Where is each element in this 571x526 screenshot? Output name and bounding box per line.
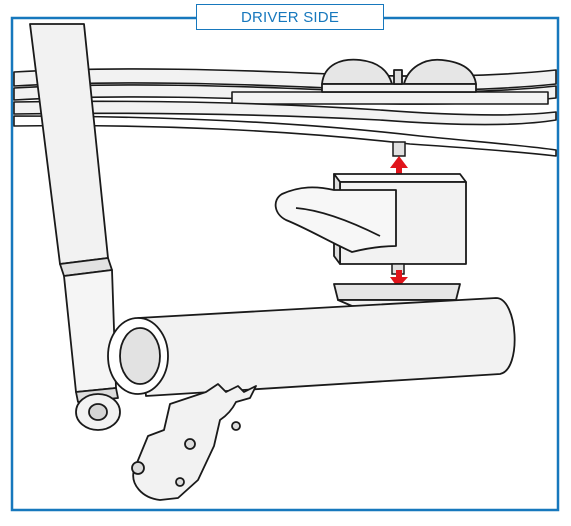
shock-absorber bbox=[29, 23, 121, 431]
red-arrow-up-icon bbox=[390, 156, 408, 176]
red-arrow-down-icon bbox=[390, 270, 408, 288]
shock-mount-bracket bbox=[131, 383, 257, 501]
upper-stud bbox=[392, 141, 406, 157]
spring-seat-pads bbox=[321, 58, 477, 93]
frame-border bbox=[10, 16, 560, 512]
title-label-box: DRIVER SIDE bbox=[196, 4, 384, 30]
diagram-title: DRIVER SIDE bbox=[240, 8, 340, 26]
spacer-block bbox=[274, 173, 467, 265]
axle-tube bbox=[107, 297, 516, 397]
